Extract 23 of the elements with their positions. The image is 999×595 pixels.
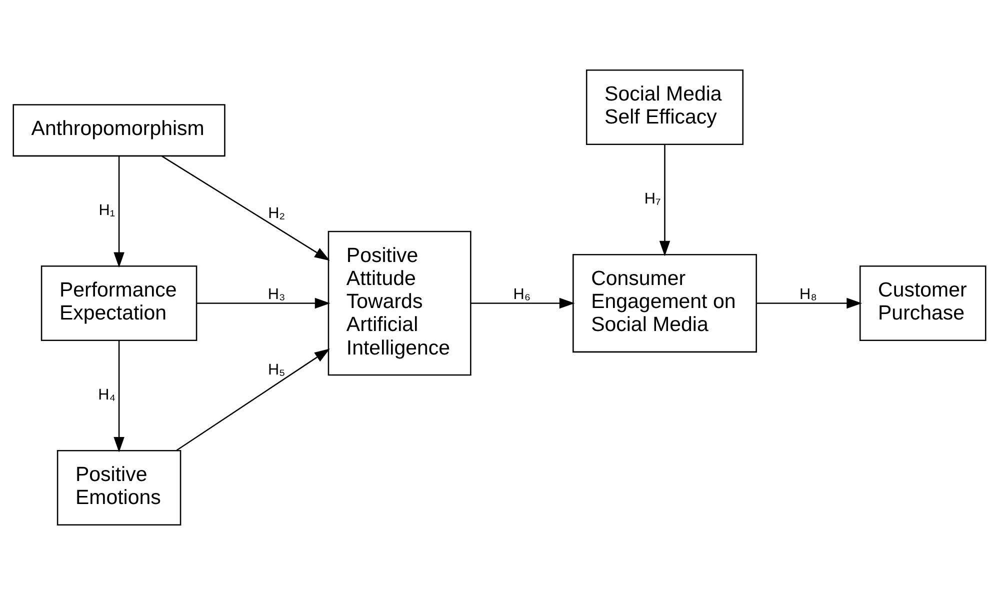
edge-label: H₇ — [644, 190, 661, 208]
edge-label: H₈ — [799, 286, 817, 303]
node-box: Positive Attitude Towards Artificial Intelligence — [328, 230, 472, 376]
node-box: Social Media Self Efficacy — [586, 69, 744, 146]
node-box: Anthropomorphism — [12, 104, 226, 157]
arrow — [114, 156, 124, 268]
node-box: Positive Emotions — [56, 450, 182, 526]
edge-label: H₄ — [98, 386, 116, 404]
arrow — [756, 298, 862, 309]
edge-label: H₆ — [513, 286, 531, 303]
arrow — [659, 144, 670, 256]
edge-label: H₅ — [268, 361, 286, 378]
arrow — [114, 340, 124, 452]
node-box: Consumer Engagement on Social Media — [572, 254, 757, 353]
edge-label: H₃ — [268, 286, 286, 303]
arrow — [470, 298, 575, 309]
node-box: Performance Expectation — [40, 265, 198, 342]
arrow — [176, 348, 330, 451]
node-box: Customer Purchase — [859, 265, 986, 342]
arrow — [162, 156, 330, 261]
edge-label: H₁ — [98, 202, 116, 220]
arrow — [196, 298, 330, 309]
edge-label: H₂ — [268, 205, 286, 222]
